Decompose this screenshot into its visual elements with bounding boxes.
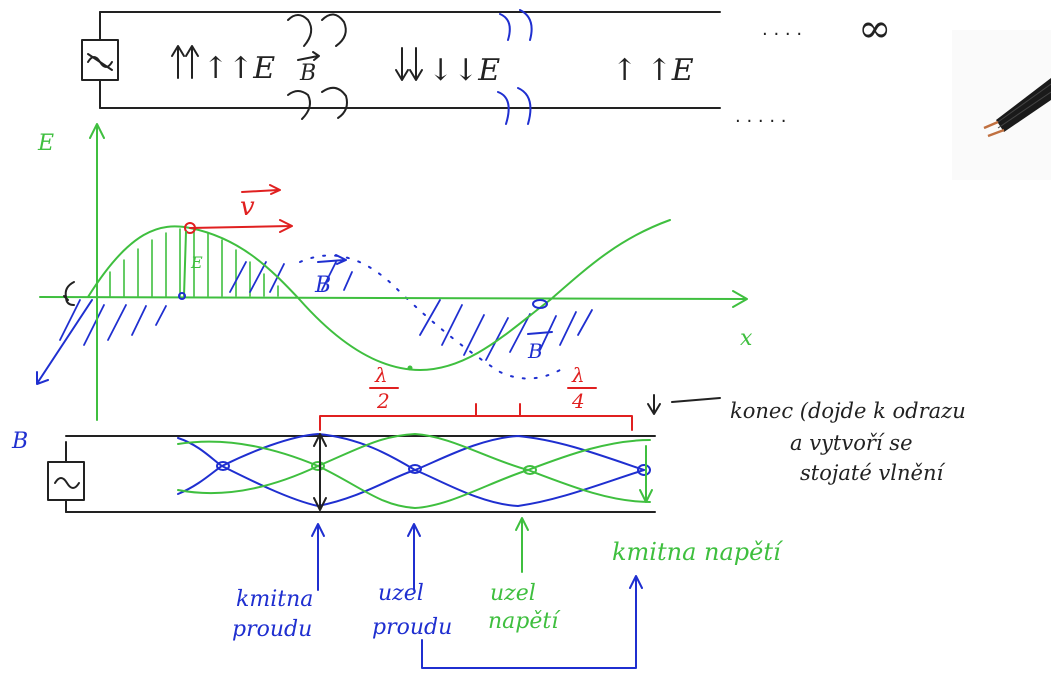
node-marker-5 [637,464,651,476]
b-vector-label: B [314,273,331,298]
half-lambda-den: 2 [376,389,390,413]
e-wave [87,219,671,371]
ac-source-symbol-bottom-icon [54,477,80,489]
ac-source-top [81,39,119,81]
node-marker-4 [523,465,537,475]
b-axis-label: B [11,429,28,454]
b-wave-dotted [299,254,561,380]
end-note-line2: a vytvoří se [790,431,913,455]
b-axis [36,299,93,385]
antinode-current-line2: proudu [232,617,312,642]
node-marker-3 [408,464,422,474]
current-envelope-lower [177,433,645,507]
arrow-down-icon [395,47,409,81]
end-note-line3: stojaté vlnění [800,461,945,485]
arrow-up-icon [171,45,185,79]
pointer-antinode-current [311,523,325,591]
x-axis [39,290,748,308]
v-vector [189,219,293,233]
antinode-current-line1: kmitna [236,587,313,612]
y-axis [89,123,105,421]
top-transmission-line: ↑↑E B ↓↓E ↑ ↑E . . . . ∞ . . . . . [81,6,891,127]
v-label: v [240,192,255,222]
node-voltage-line1: uzel [490,581,536,606]
wave-graph: E x B v E B B [11,123,753,454]
connector-to-antinode-voltage [421,575,643,669]
dots-lower: . . . . . [735,106,787,127]
x-axis-label: x [740,326,753,351]
dots-upper: . . . . [762,19,802,40]
end-note-line1: konec (dojde k odrazu [730,399,966,423]
field-label-3: ↑ ↑E [612,53,694,88]
infinity-symbol: ∞ [858,6,891,52]
crest-point [184,222,196,234]
ac-source-bottom [47,461,85,501]
half-lambda-num: λ [374,363,388,387]
voltage-envelope-upper [177,439,651,509]
field-label-1: ↑↑E [203,51,275,86]
e-vector-label: E [190,253,203,272]
pointer-node-voltage [515,517,529,573]
antinode-voltage-label: kmitna napětí [612,538,784,566]
quarter-lambda-num: λ [571,363,585,387]
field-label-2: ↓↓E [428,53,500,88]
v-arrow-icon [241,184,281,195]
cable-photo [952,30,1051,180]
node-voltage-line2: napětí [488,609,561,634]
pointer-node-current [407,523,421,591]
b-loop-icon [287,14,313,47]
b-loop-blue-icon [499,9,533,41]
quarter-lambda-den: 4 [571,389,585,413]
node-current-line1: uzel [378,581,424,606]
node-current-line2: proudu [372,615,452,640]
node-marker-1 [216,461,230,471]
b-field-hatching [59,261,593,361]
b-label-top: B [299,61,316,86]
zero-crossing-point [532,299,548,309]
b-vector-label-2: B [527,339,543,363]
annotations: konec (dojde k odrazu a vytvoří se stoja… [232,399,966,669]
standing-wave-line: λ 2 λ 4 [47,363,721,513]
e-field-hatching [109,228,279,297]
y-axis-label: E [37,131,54,156]
node-marker-2 [311,461,325,471]
voltage-envelope-lower [177,433,651,503]
